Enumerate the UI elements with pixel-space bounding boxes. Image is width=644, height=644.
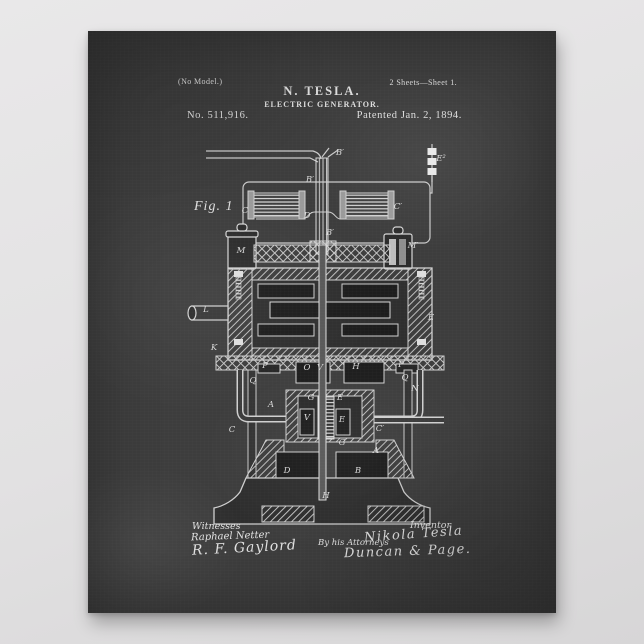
part-label-B: B′: [326, 228, 334, 238]
part-label-V: V: [317, 363, 323, 373]
part-label-O: O: [304, 363, 311, 373]
part-label-A: A: [373, 446, 379, 456]
part-label-B: B: [355, 466, 361, 476]
part-label-C: C: [229, 425, 236, 435]
part-label-P: P: [262, 361, 268, 371]
part-label-M: M′: [408, 241, 419, 251]
part-label-H: H: [352, 362, 359, 372]
part-label-C: C′: [394, 202, 402, 212]
part-label-L: L: [203, 305, 209, 315]
part-label-E: E: [339, 415, 345, 425]
part-label-N: N: [411, 384, 418, 394]
patent-poster: (No Model.) 2 Sheets—Sheet 1. N. TESLA. …: [88, 31, 556, 613]
part-label-D: D′: [304, 211, 313, 221]
part-label-G: G: [308, 393, 315, 403]
part-label-G: G: [339, 438, 346, 448]
part-label-B: B′: [306, 175, 314, 185]
part-label-M: M: [237, 246, 246, 256]
part-label-C: C: [242, 206, 249, 216]
part-label-B: B′: [336, 148, 344, 158]
part-label-A: A: [268, 400, 274, 410]
part-label-C: C′: [376, 424, 384, 434]
part-label-E: E: [428, 313, 434, 323]
part-label-V: V: [304, 413, 310, 423]
part-label-H: H: [322, 491, 329, 501]
part-label-E: E²: [436, 154, 446, 164]
part-label-K: K: [211, 343, 217, 353]
part-label-Q: Q: [402, 373, 409, 383]
part-label-P: P: [398, 360, 404, 370]
part-labels-layer: B′B′CC′D′B′E²MM′LKEPOVHPQQNAACC′GEVEGDBH: [88, 31, 556, 613]
part-label-E: E: [337, 393, 343, 403]
part-label-Q: Q: [250, 376, 257, 386]
part-label-D: D: [284, 466, 291, 476]
